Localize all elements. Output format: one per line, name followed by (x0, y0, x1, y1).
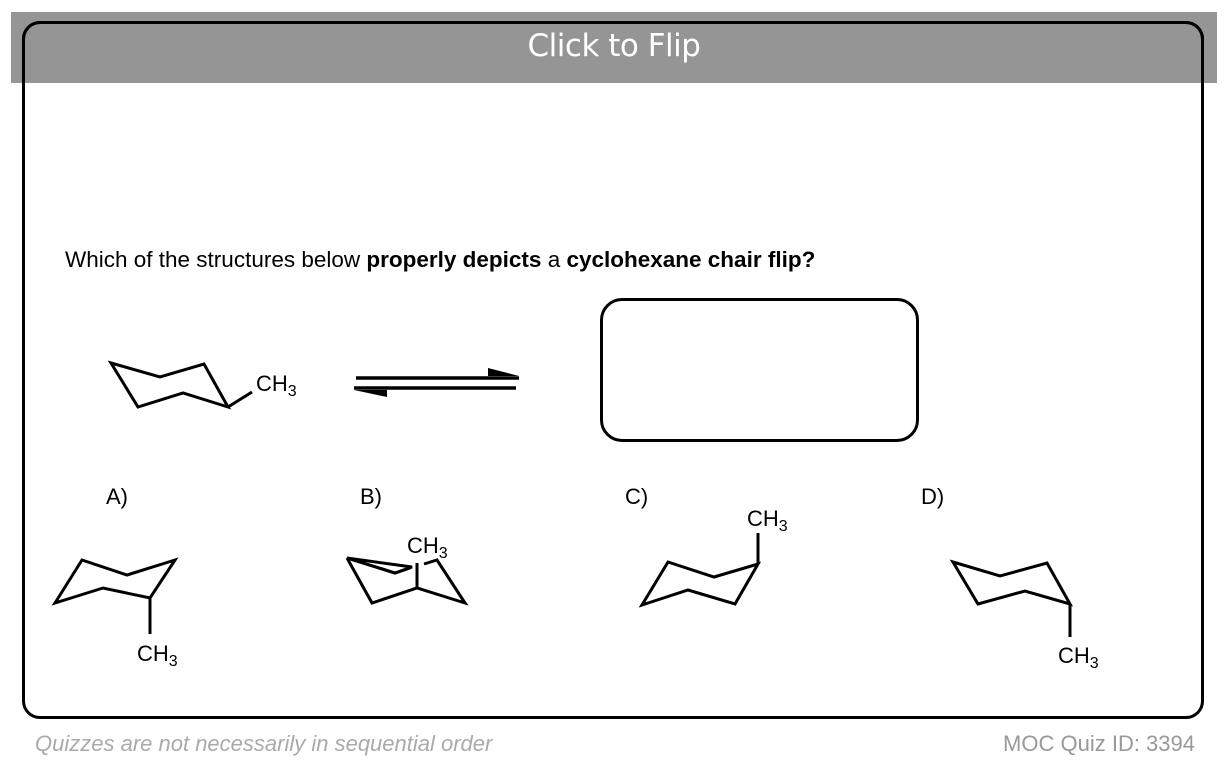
option-a-label: A) (106, 484, 128, 509)
option-c-chair (638, 533, 762, 608)
answer-blank-box (600, 298, 919, 442)
option-b-label: B) (360, 484, 382, 509)
option-d-chair (949, 559, 1074, 637)
flashcard-border-top (22, 21, 1204, 84)
quiz-id: MOC Quiz ID: 3394 (1003, 731, 1195, 756)
methyl-label-c: CH3 (747, 506, 788, 535)
sequence-note: Quizzes are not necessarily in sequentia… (35, 731, 493, 756)
methyl-label-a: CH3 (137, 641, 178, 670)
click-to-flip-title[interactable]: Click to Flip (527, 28, 701, 64)
option-b-chair (345, 556, 469, 606)
option-c-label: C) (625, 484, 649, 509)
option-d-label: D) (921, 484, 945, 509)
cyclohexane-ring (107, 360, 232, 410)
methyl-label-d: CH3 (1058, 643, 1099, 672)
methyl-label-b: CH3 (407, 533, 448, 562)
question-text: Which of the structures below properly d… (65, 247, 816, 272)
methyl-bond (227, 390, 253, 409)
equilibrium-arrow-icon (354, 368, 519, 397)
starting-chair (107, 360, 253, 410)
option-a-chair (51, 557, 179, 634)
methyl-label-start: CH3 (256, 371, 297, 400)
